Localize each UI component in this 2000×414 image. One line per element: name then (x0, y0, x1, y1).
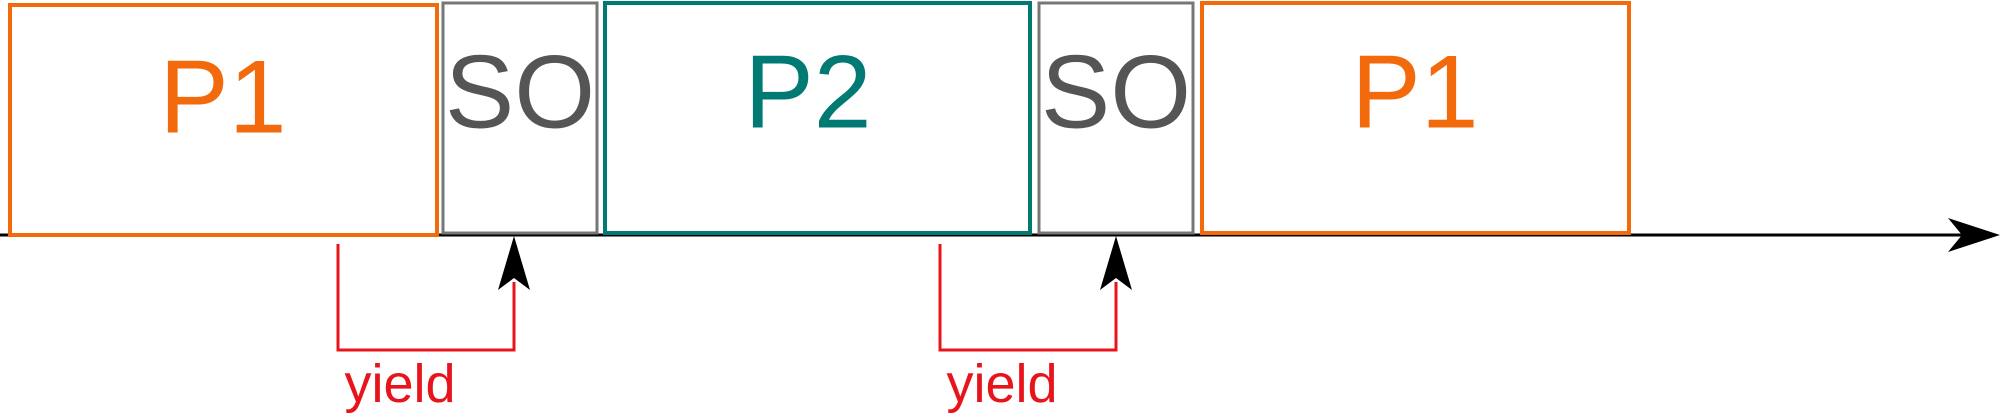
yield-connector-first: yield (336, 236, 530, 414)
block-p2: P2 (603, 1, 1032, 235)
yield-connector-second: yield (938, 236, 1132, 414)
yield-label-second: yield (946, 354, 1057, 414)
block-p1-first-box (8, 3, 439, 237)
yield-label-first: yield (344, 354, 455, 414)
block-p2-box (603, 1, 1032, 235)
block-so-second-label: SO (1041, 34, 1191, 150)
yield-arrowhead-first (498, 236, 530, 290)
yield-arrowhead-second (1100, 236, 1132, 290)
block-so-second: SO (1037, 1, 1195, 235)
block-p2-label: P2 (744, 34, 871, 150)
block-p1-first: P1 (8, 3, 439, 237)
block-so-first-label: SO (445, 34, 595, 150)
block-so-second-box (1037, 1, 1195, 235)
yield-bracket-first (336, 244, 516, 352)
timeline-arrowhead (1948, 218, 2000, 252)
block-p1-second-label: P1 (1351, 34, 1478, 150)
block-so-first-box (441, 1, 599, 235)
block-p1-first-label: P1 (159, 39, 286, 155)
block-so-first: SO (441, 1, 599, 235)
block-p1-second: P1 (1200, 1, 1631, 235)
block-p1-second-box (1200, 1, 1631, 235)
yield-bracket-second (938, 244, 1118, 352)
